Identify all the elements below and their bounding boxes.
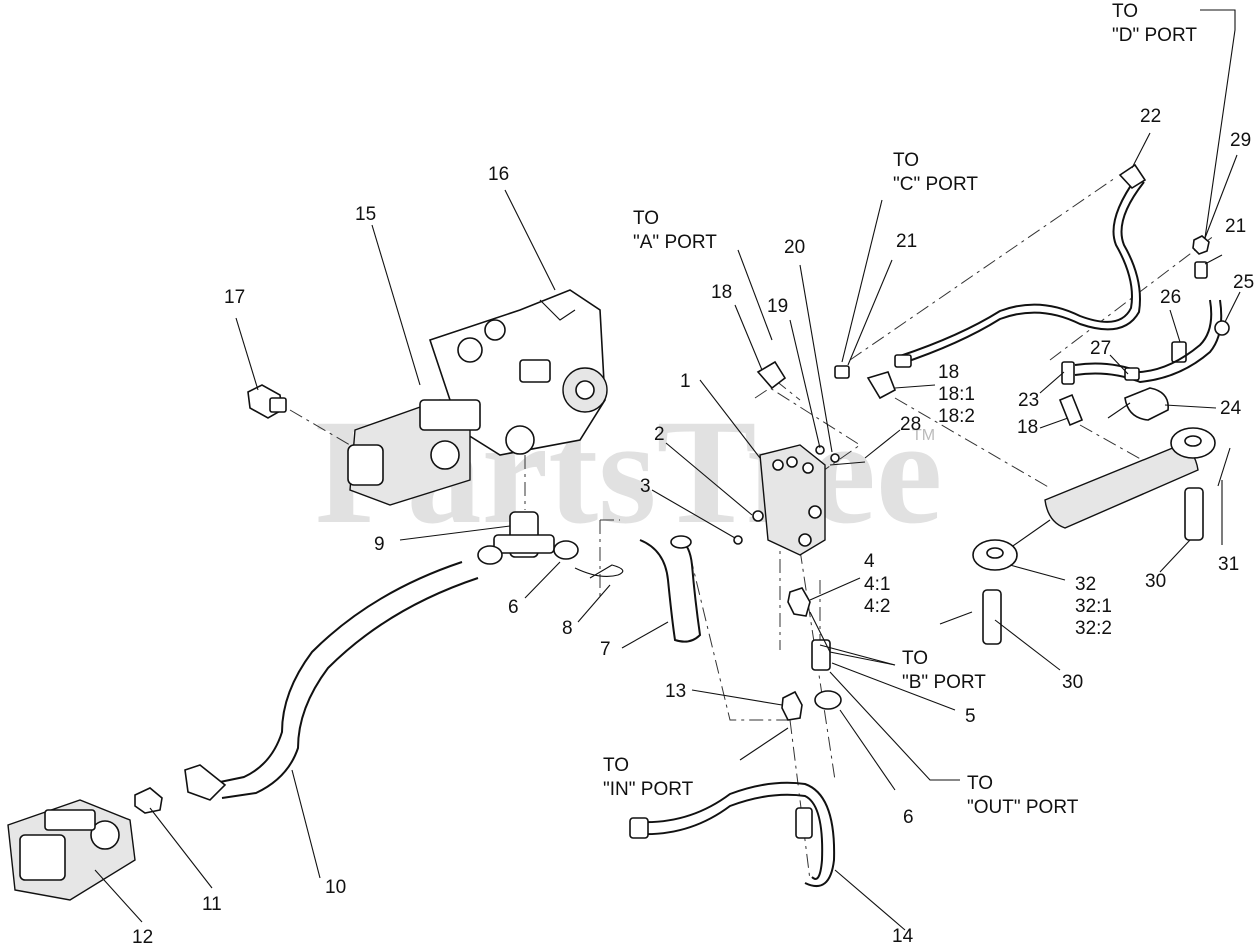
- label-18-1: 18:1: [938, 384, 975, 405]
- callout-labels: 1 2 3 4 4:1 4:2 5 6 6 7 8 9 10 11 12 13 …: [132, 106, 1254, 948]
- port-b-label: "B" PORT: [902, 672, 986, 693]
- label-8: 8: [562, 618, 573, 639]
- label-4-2: 4:2: [864, 596, 890, 617]
- part-29-nut[interactable]: [1192, 235, 1210, 255]
- part-19-20-screws[interactable]: [815, 445, 840, 463]
- label-4: 4: [864, 551, 875, 572]
- part-8-cable-tie[interactable]: [574, 564, 624, 579]
- label-27: 27: [1090, 338, 1111, 359]
- label-5: 5: [965, 706, 976, 727]
- label-26: 26: [1160, 287, 1181, 308]
- part-1-control-valve[interactable]: [759, 444, 826, 556]
- part-3-washer[interactable]: [733, 535, 743, 545]
- part-22-hydraulic-line[interactable]: [894, 163, 1147, 368]
- label-13: 13: [665, 681, 686, 702]
- part-6-hose-clamp-upper[interactable]: [477, 540, 579, 565]
- label-19: 19: [767, 296, 788, 317]
- label-6-lower: 6: [903, 807, 914, 828]
- port-out-label: "OUT" PORT: [967, 797, 1079, 818]
- label-21-mid: 21: [896, 231, 917, 252]
- port-c-label: "C" PORT: [893, 174, 978, 195]
- label-28: 28: [900, 414, 921, 435]
- port-a-to: TO: [633, 208, 659, 229]
- label-23: 23: [1018, 390, 1039, 411]
- part-30-pin-right[interactable]: [1184, 487, 1204, 541]
- label-11: 11: [202, 894, 222, 915]
- label-29: 29: [1230, 130, 1251, 151]
- label-30-right: 30: [1145, 571, 1166, 592]
- part-9-tee-fitting[interactable]: [493, 511, 555, 558]
- part-31-cotter-pin[interactable]: [1217, 447, 1231, 487]
- label-9: 9: [374, 534, 385, 555]
- part-21-fitting-right[interactable]: [1194, 261, 1208, 279]
- part-25-cap[interactable]: [1214, 320, 1230, 336]
- part-17-fitting[interactable]: [247, 384, 287, 419]
- part-15-gear-pump[interactable]: [347, 399, 481, 506]
- part-2-plug[interactable]: [752, 510, 764, 522]
- part-12-hydraulic-motor[interactable]: [7, 799, 136, 901]
- label-22: 22: [1140, 106, 1161, 127]
- label-16: 16: [488, 164, 509, 185]
- port-d-label: "D" PORT: [1112, 25, 1197, 46]
- part-5-fitting[interactable]: [811, 639, 831, 671]
- part-10-suction-hose[interactable]: [184, 561, 479, 801]
- label-18-upper: 18: [711, 282, 732, 303]
- leader-lines: [94, 9, 1241, 931]
- part-30-pin-lower[interactable]: [982, 589, 1002, 645]
- label-6-upper: 6: [508, 597, 519, 618]
- part-23-fitting[interactable]: [1061, 361, 1075, 385]
- part-14-return-hose[interactable]: [629, 781, 836, 888]
- port-d-to: TO: [1112, 1, 1138, 22]
- label-3: 3: [640, 476, 651, 497]
- label-25: 25: [1233, 272, 1254, 293]
- part-18-elbow-right[interactable]: [1058, 393, 1084, 427]
- label-32-1: 32:1: [1075, 596, 1112, 617]
- part-18-elbow-mid[interactable]: [866, 371, 897, 400]
- label-15: 15: [355, 204, 376, 225]
- part-4-fitting[interactable]: [787, 587, 811, 617]
- label-21-right: 21: [1225, 216, 1246, 237]
- part-32-hydraulic-cylinder[interactable]: [972, 427, 1216, 571]
- part-cotter-pin-left[interactable]: [939, 611, 973, 625]
- label-32-2: 32:2: [1075, 618, 1112, 639]
- label-7: 7: [600, 639, 611, 660]
- port-a-label: "A" PORT: [633, 232, 717, 253]
- part-7-formed-hose[interactable]: [639, 535, 702, 643]
- label-1: 1: [680, 371, 691, 392]
- port-out-to: TO: [967, 773, 993, 794]
- label-4-1: 4:1: [864, 574, 890, 595]
- port-labels: TO "A" PORT TO "B" PORT TO "C" PORT TO "…: [603, 1, 1197, 818]
- part-13-fitting[interactable]: [781, 690, 803, 721]
- port-b-to: TO: [902, 648, 928, 669]
- label-24: 24: [1220, 398, 1242, 419]
- label-30-lower: 30: [1062, 672, 1083, 693]
- label-32: 32: [1075, 574, 1096, 595]
- part-21-fitting-mid[interactable]: [834, 365, 850, 379]
- part-24-cover[interactable]: [1107, 387, 1169, 421]
- label-18-2: 18:2: [938, 406, 975, 427]
- label-18-right: 18: [1017, 417, 1038, 438]
- port-c-to: TO: [893, 150, 919, 171]
- port-in-to: TO: [603, 755, 629, 776]
- watermark-tm: TM: [912, 427, 935, 444]
- part-28-bolt[interactable]: [829, 461, 866, 466]
- part-6-hose-clamp-lower[interactable]: [814, 690, 842, 710]
- label-18-mid: 18: [938, 362, 959, 383]
- part-11-fitting[interactable]: [134, 787, 163, 814]
- label-12: 12: [132, 927, 153, 948]
- label-2: 2: [654, 424, 665, 445]
- label-14: 14: [892, 926, 914, 947]
- port-in-label: "IN" PORT: [603, 779, 694, 800]
- label-31: 31: [1218, 554, 1239, 575]
- label-10: 10: [325, 877, 346, 898]
- part-18-elbow-upper[interactable]: [756, 360, 787, 390]
- label-20: 20: [784, 237, 805, 258]
- label-17: 17: [224, 287, 245, 308]
